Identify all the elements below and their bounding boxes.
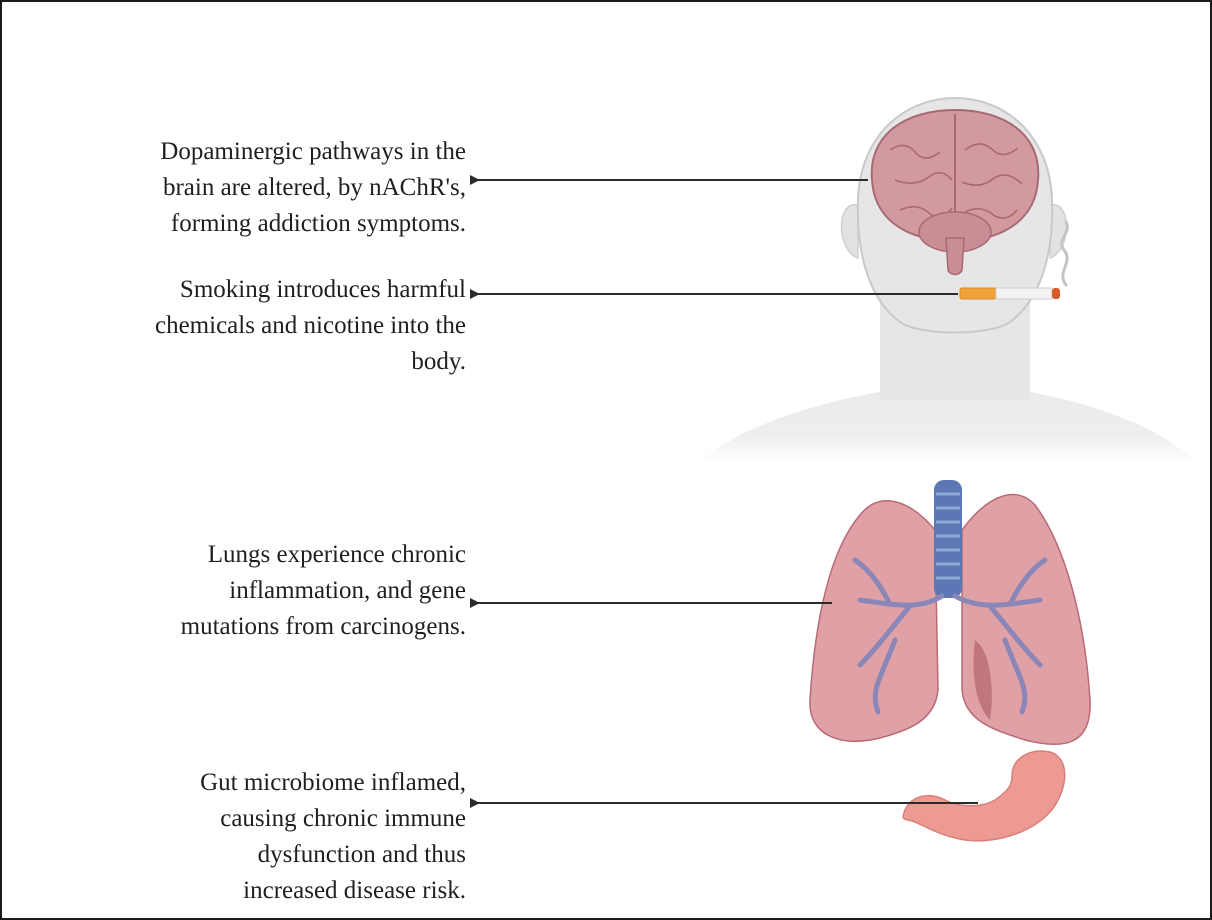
cigarette [960,288,1060,299]
cigarette-paper [996,288,1052,299]
stomach [903,751,1065,841]
trachea [934,480,962,598]
ear-left [842,205,859,258]
cigarette-ember [1052,288,1060,299]
lungs [810,480,1090,744]
brainstem [946,238,964,275]
cigarette-filter [960,288,996,299]
